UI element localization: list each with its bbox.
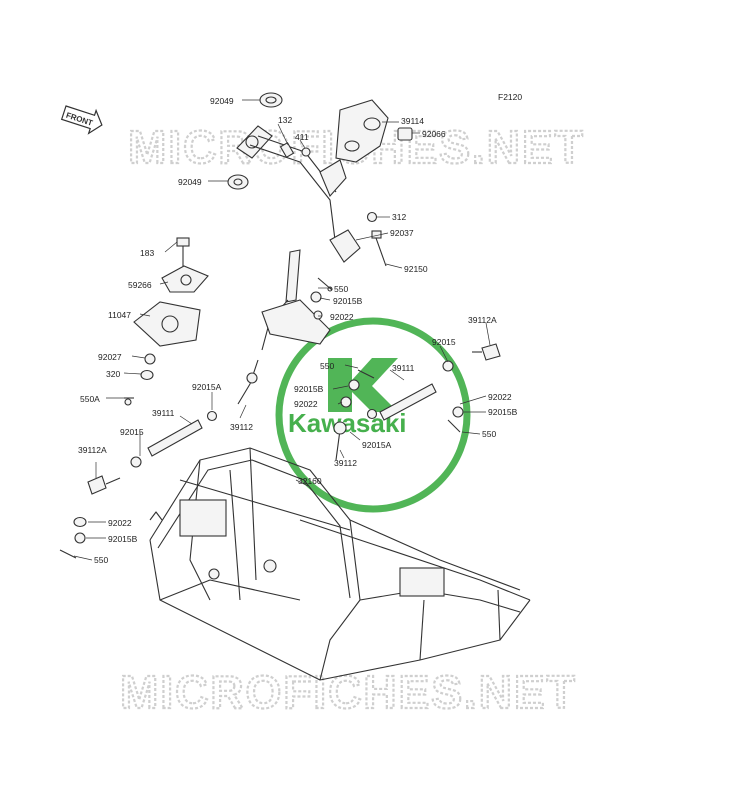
main-frame [149, 447, 531, 681]
part-label: 550 [94, 555, 108, 565]
part-label: 92015B [294, 384, 324, 394]
part-label: 92022 [108, 518, 132, 528]
part-label: 92015A [362, 440, 392, 450]
part-label: 92066 [422, 129, 446, 139]
bottom-left-parts [59, 516, 87, 559]
part-label: 312 [392, 212, 406, 222]
part-label: 92022 [488, 392, 512, 402]
part-label: 92037 [390, 228, 414, 238]
steering-shaft [261, 249, 333, 351]
part-label: 39112 [230, 422, 253, 432]
part-label: 183 [140, 248, 154, 258]
part-label: 132 [278, 115, 292, 125]
part-label: 92022 [294, 399, 318, 409]
watermark-bottom: MICROFICHES.NET [120, 666, 577, 718]
part-label: 11047 [108, 310, 131, 320]
part-label: 550A [80, 394, 100, 404]
part-label: 550 [320, 361, 334, 371]
part-label: 92015A [192, 382, 222, 392]
part-label: 92150 [404, 264, 428, 274]
part-label: 39112 [334, 458, 357, 468]
part-label: 411 [295, 132, 309, 142]
part-label: 59266 [128, 280, 152, 290]
part-label: 39111 [152, 408, 175, 418]
part-label: 39111 [392, 363, 415, 373]
part-label: 550 [482, 429, 496, 439]
part-label: 92049 [210, 96, 234, 106]
part-label: 39112A [468, 315, 497, 325]
part-label: 92049 [178, 177, 202, 187]
left-mount-parts [124, 237, 209, 406]
leader-lines [73, 99, 491, 561]
part-label: 550 [334, 284, 348, 294]
part-label: 92015 [432, 337, 456, 347]
part-label: 39112A [78, 445, 107, 455]
part-label: 39114 [401, 116, 424, 126]
part-label: 92015 [120, 427, 144, 437]
part-label: 92015B [333, 296, 363, 306]
part-label: 32160 [298, 476, 322, 486]
front-arrow-icon: FRONT [60, 105, 103, 135]
part-label: 320 [106, 369, 120, 379]
part-label: 92015B [108, 534, 138, 544]
part-label: 92027 [98, 352, 122, 362]
part-label: 92015B [488, 407, 518, 417]
steering-bracket-assembly [227, 92, 413, 267]
part-label: 92022 [330, 312, 354, 322]
part-labels: 92049 132 411 39114 92066 92049 312 9203… [78, 96, 518, 565]
figure-code: F2120 [498, 92, 522, 102]
tie-rods [87, 343, 501, 495]
